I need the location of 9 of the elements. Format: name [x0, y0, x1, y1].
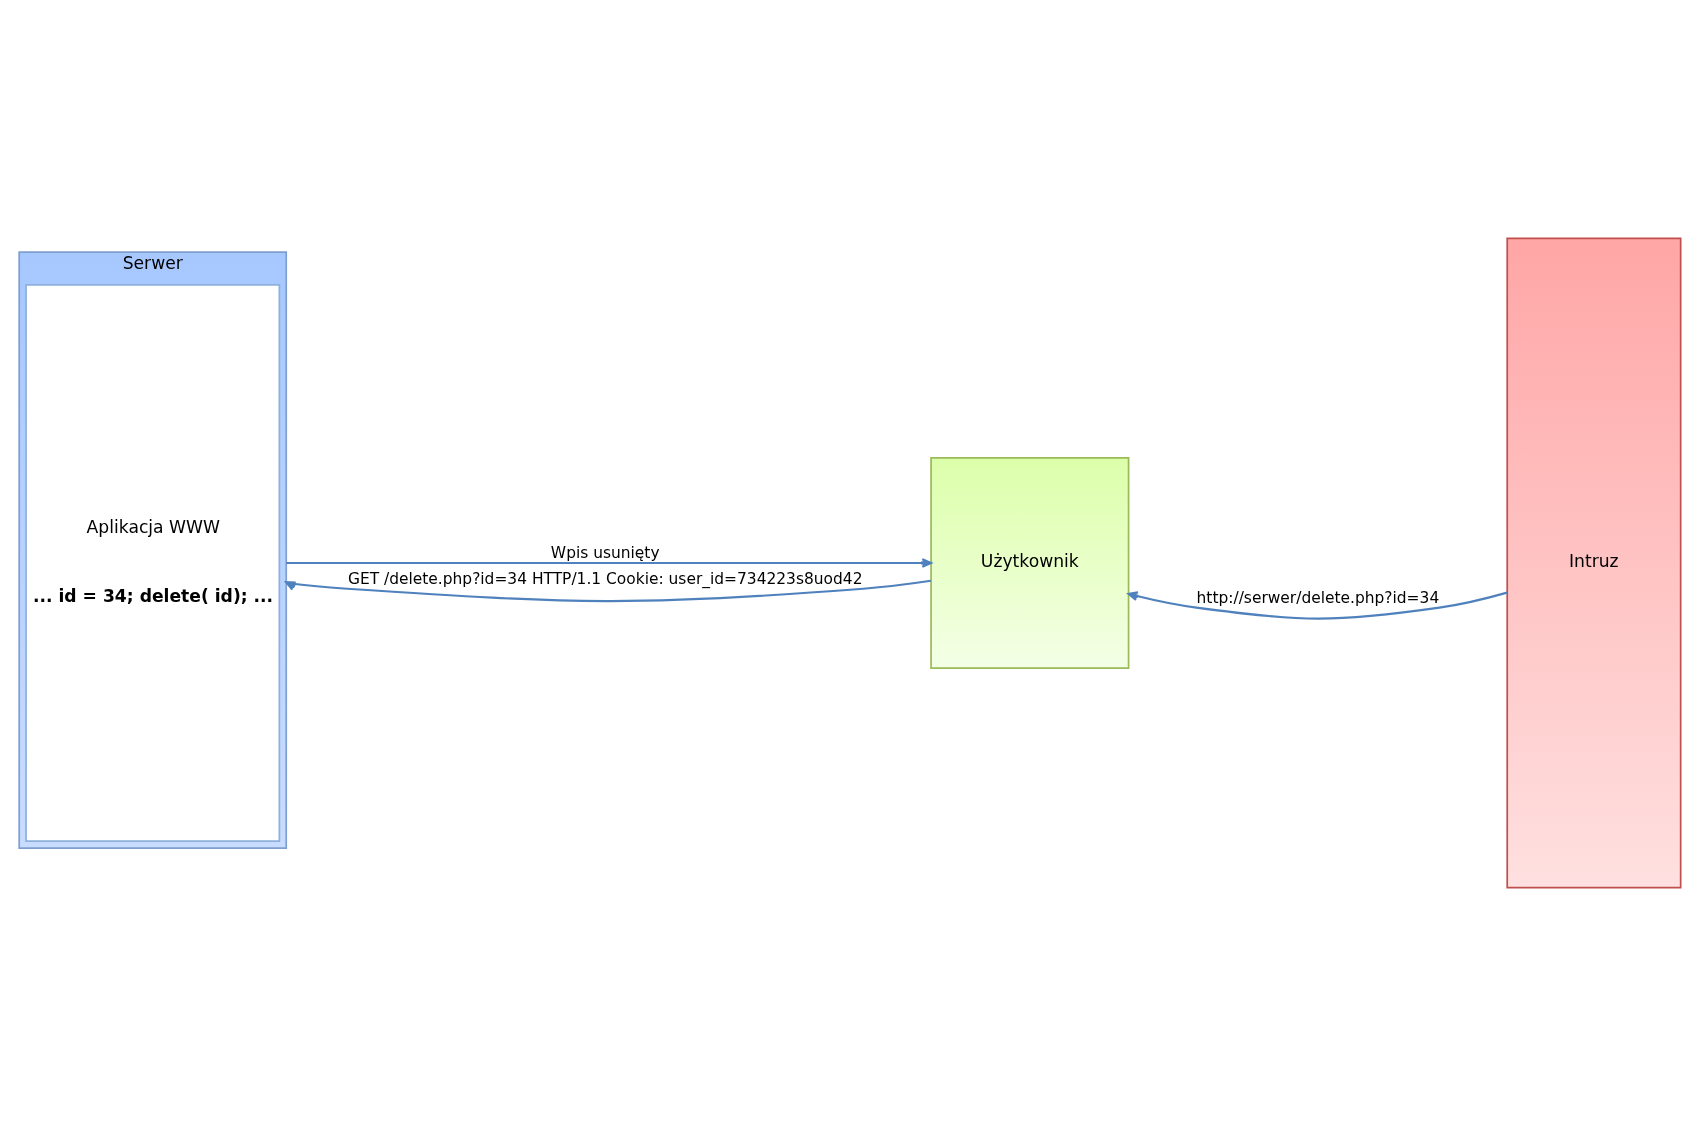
node-box: Użytkownik: [930, 456, 1130, 670]
node-box: Intruz: [1506, 237, 1682, 889]
arrow: [285, 579, 932, 603]
arrow: [1127, 591, 1508, 620]
node-box: Aplikacja WWW ... id = 34; delete( id); ...: [25, 283, 281, 843]
arrow: [286, 558, 933, 568]
edge-label: http://serwer/delete.php?id=34: [1196, 588, 1440, 607]
edge-label: Wpis usunięty: [550, 544, 660, 563]
edge-label: GET /delete.php?id=34 HTTP/1.1 Cookie: user_id=734223s8uod42: [347, 569, 863, 588]
